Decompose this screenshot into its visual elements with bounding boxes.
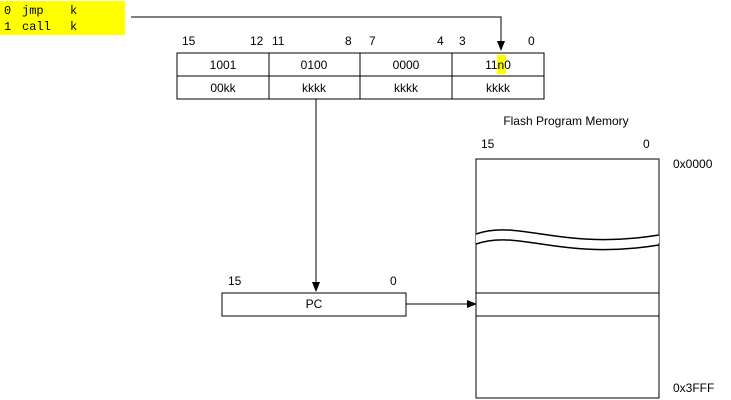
- instruction-bit-labels: 15 12 11 8 7 4 3 0: [182, 34, 535, 48]
- memory-addr-top: 0x0000: [673, 157, 713, 171]
- highlight-bit-marker: [497, 55, 506, 74]
- instruction-word: 1001 0100 0000 11n0 00kk kkkk kkkk kkkk: [176, 52, 545, 100]
- memory-selected-word: [475, 292, 660, 317]
- bit-label-8: 8: [345, 34, 352, 48]
- word1-nibble-2: 0100: [301, 58, 328, 72]
- legend-background: [0, 1, 125, 35]
- legend-mnemonic-1: call: [22, 20, 51, 34]
- legend-mnemonic-0: jmp: [22, 4, 44, 18]
- pc-label: PC: [306, 297, 323, 311]
- memory-bit-high: 15: [481, 137, 495, 151]
- pc-bit-low: 0: [390, 274, 397, 288]
- memory-break: [476, 228, 659, 248]
- word1-nibble-3: 0000: [393, 58, 420, 72]
- memory-bit-low: 0: [643, 137, 650, 151]
- legend-to-bit-arrow: [131, 16, 505, 51]
- legend-code-1: 1: [4, 20, 11, 34]
- pc-bit-high: 15: [228, 274, 242, 288]
- word2-nibble-1: 00kk: [210, 81, 236, 95]
- memory-block: [475, 158, 660, 399]
- memory-title: Flash Program Memory: [503, 114, 628, 128]
- flash-memory: Flash Program Memory 15 0 0x0000 0x3FFF: [475, 114, 714, 399]
- bit-label-15: 15: [182, 34, 196, 48]
- word2-nibble-2: kkkk: [302, 81, 327, 95]
- bit-label-4: 4: [437, 34, 444, 48]
- memory-addr-bottom: 0x3FFF: [673, 381, 714, 395]
- legend-operand-1: k: [70, 20, 77, 34]
- word2-nibble-3: kkkk: [394, 81, 419, 95]
- bit-label-3: 3: [459, 34, 466, 48]
- legend-operand-0: k: [70, 4, 77, 18]
- bit-label-12: 12: [250, 34, 264, 48]
- bit-label-7: 7: [369, 34, 376, 48]
- bit-label-0: 0: [528, 34, 535, 48]
- word1-nibble-4: 11n0: [485, 58, 511, 72]
- legend-code-0: 0: [4, 4, 11, 18]
- pc-register: 15 0 PC: [221, 274, 407, 317]
- opcode-legend: 0 jmp k 1 call k: [0, 1, 125, 35]
- word2-nibble-4: kkkk: [486, 81, 511, 95]
- bit-label-11: 11: [272, 34, 285, 48]
- word1-nibble-1: 1001: [210, 58, 237, 72]
